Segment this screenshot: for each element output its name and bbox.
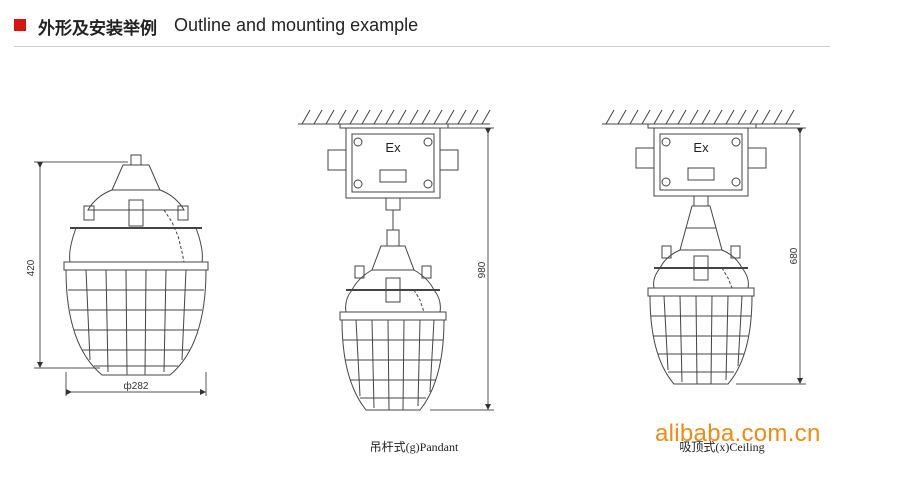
red-square-icon <box>14 19 26 31</box>
watermark: alibaba.com.cn <box>655 420 821 447</box>
junction-box-middle <box>327 123 459 230</box>
right-dimensions <box>736 127 806 385</box>
ceiling-hatch-middle <box>298 109 491 125</box>
middle-dimensions <box>430 127 494 411</box>
pendant-caption: 吊杆式(g)Pandant <box>370 440 459 454</box>
section-title-chinese: 外形及安装举例 <box>38 19 157 39</box>
left-height-label: 420 <box>26 259 37 276</box>
junction-box-label-middle: Ex <box>385 140 401 155</box>
section-header: 外形及安装举例 Outline and mounting example <box>14 12 830 47</box>
lamp-outline-ceiling <box>647 205 755 385</box>
left-dimensions <box>34 161 207 396</box>
lamp-outline-pendant <box>339 229 447 411</box>
left-width-label: ф282 <box>124 380 149 392</box>
section-title-english: Outline and mounting example <box>174 15 419 35</box>
junction-box-label-right: Ex <box>693 140 709 155</box>
junction-box-right <box>635 123 767 207</box>
right-height-label: 680 <box>789 247 800 264</box>
ceiling-hatch-right <box>602 109 800 125</box>
ceiling-caption: 吸顶式(x)Ceiling <box>679 440 764 454</box>
middle-height-label: 980 <box>477 261 488 278</box>
lamp-outline-standalone <box>63 154 209 376</box>
